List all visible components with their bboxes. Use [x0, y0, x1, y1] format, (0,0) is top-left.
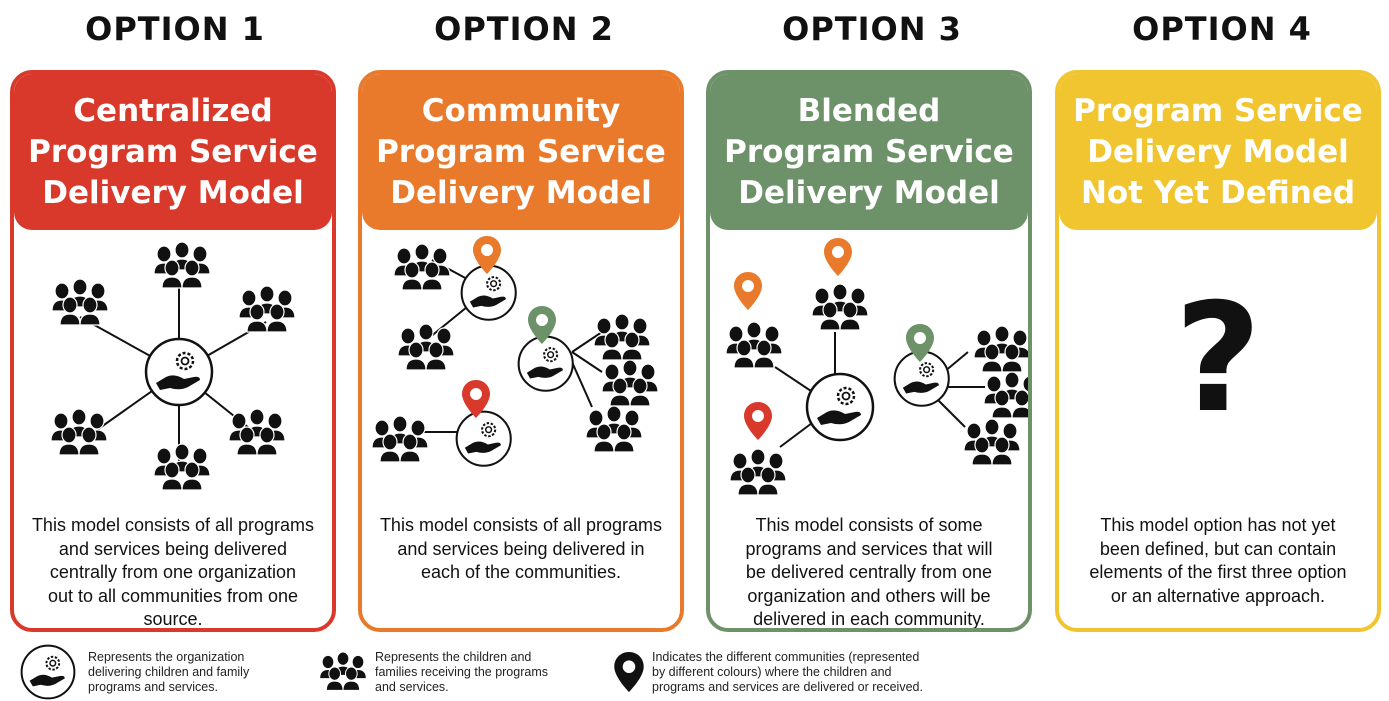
family-group-icon	[398, 324, 454, 370]
organization-hand-gear-icon	[144, 337, 214, 407]
organization-hand-gear-icon	[462, 266, 516, 320]
family-group-icon	[730, 449, 786, 495]
option-3-illustration	[710, 238, 1028, 512]
organization-hand-gear-icon	[20, 644, 76, 700]
organization-hand-gear-icon	[519, 337, 573, 391]
family-group-icon	[394, 244, 450, 290]
family-group-icon	[239, 286, 295, 332]
option-1-label: OPTION 1	[85, 10, 265, 48]
family-group-icon	[602, 360, 658, 406]
family-group-icon	[372, 416, 428, 462]
family-group-icon	[726, 322, 782, 368]
organization-hand-gear-icon	[457, 412, 511, 466]
location-pin-icon	[744, 402, 772, 440]
family-group-icon	[318, 650, 368, 694]
option-2-illustration	[362, 236, 680, 512]
location-pin-icon	[734, 272, 762, 310]
family-group-icon	[154, 242, 210, 288]
family-group-icon	[154, 444, 210, 490]
option-2-label: OPTION 2	[434, 10, 614, 48]
option-4-label: OPTION 4	[1132, 10, 1312, 48]
location-pin-icon	[824, 238, 852, 276]
option-3-label: OPTION 3	[782, 10, 962, 48]
family-group-icon	[594, 314, 650, 360]
organization-hand-gear-icon	[805, 372, 875, 442]
legend-communities-text: Indicates the different communities (rep…	[652, 650, 923, 694]
family-group-icon	[229, 409, 285, 455]
option-1-illustration	[14, 232, 332, 512]
family-group-icon	[51, 409, 107, 455]
family-group-icon	[964, 419, 1020, 465]
family-group-icon	[974, 326, 1028, 372]
question-mark: ?	[1174, 272, 1262, 446]
location-pin-icon	[614, 652, 644, 692]
family-group-icon	[984, 372, 1028, 418]
family-group-icon	[812, 284, 868, 330]
family-group-icon	[586, 406, 642, 452]
